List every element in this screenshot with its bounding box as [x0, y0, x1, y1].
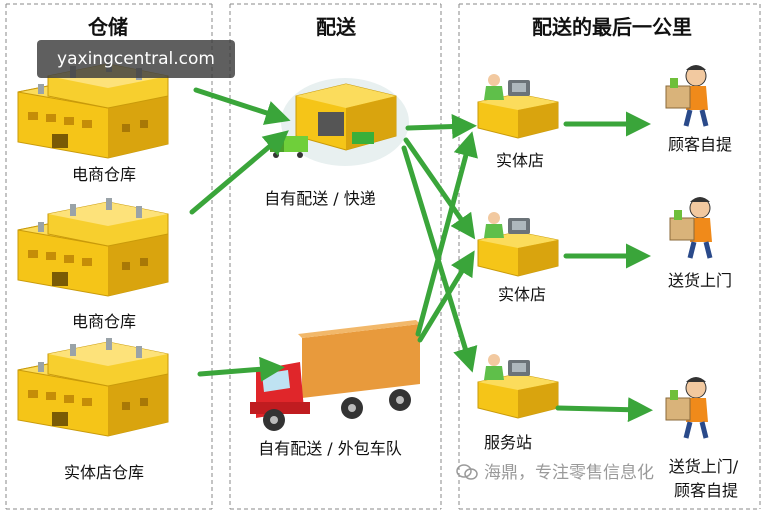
service-station-label: 服务站	[484, 433, 532, 452]
arrow-warehouse2-to-dc	[189, 130, 289, 215]
arrow-truck-to-store2	[417, 250, 475, 343]
arrow-warehouse1-to-dc	[193, 87, 291, 125]
customer-icon-3	[666, 377, 708, 438]
warehouse-label-2: 电商仓库	[72, 312, 136, 331]
store-label-2: 实体店	[498, 285, 546, 304]
flow-arrows	[189, 87, 653, 423]
arrow-dc-to-store1	[405, 114, 477, 140]
warehouse-label-3: 实体店仓库	[64, 463, 144, 482]
delivery-mode-label-2: 自有配送 / 外包车队	[258, 439, 402, 458]
delivery-mode-label-1: 自有配送 / 快递	[264, 189, 376, 208]
arrow-warehouse3-to-truck	[197, 356, 285, 382]
warehouse-label-1: 电商仓库	[72, 165, 136, 184]
customer-action-label-1: 顾客自提	[668, 135, 732, 154]
truck-icon	[250, 320, 420, 431]
customer-action-label-3: 送货上门/ 顾客自提	[669, 457, 744, 500]
arrow-dc-to-store2	[403, 137, 476, 240]
watermark: yaxingcentral.com	[37, 40, 235, 78]
arrow-station-to-customer	[555, 397, 653, 423]
arrow-truck-to-store1	[415, 131, 478, 337]
store-icon-1	[477, 73, 559, 139]
distribution-center-icon	[270, 78, 409, 166]
credit-line: 海鼎，专注零售信息化	[456, 458, 654, 483]
wechat-icon	[456, 464, 478, 480]
warehouse-icon-3	[17, 337, 169, 437]
column-title-warehouse: 仓储	[87, 15, 128, 39]
column-title-last-mile: 配送的最后一公里	[532, 15, 692, 39]
column-title-delivery: 配送	[316, 15, 357, 39]
customer-action-label-2: 送货上门	[668, 271, 732, 290]
store-icon-2	[477, 211, 559, 277]
customer-icon-1	[666, 65, 708, 126]
warehouse-icon-2	[17, 197, 169, 297]
credit-text: 海鼎，专注零售信息化	[484, 463, 654, 483]
store-label-1: 实体店	[496, 151, 544, 170]
service-station-icon	[477, 353, 559, 419]
customer-icon-2	[670, 197, 712, 258]
